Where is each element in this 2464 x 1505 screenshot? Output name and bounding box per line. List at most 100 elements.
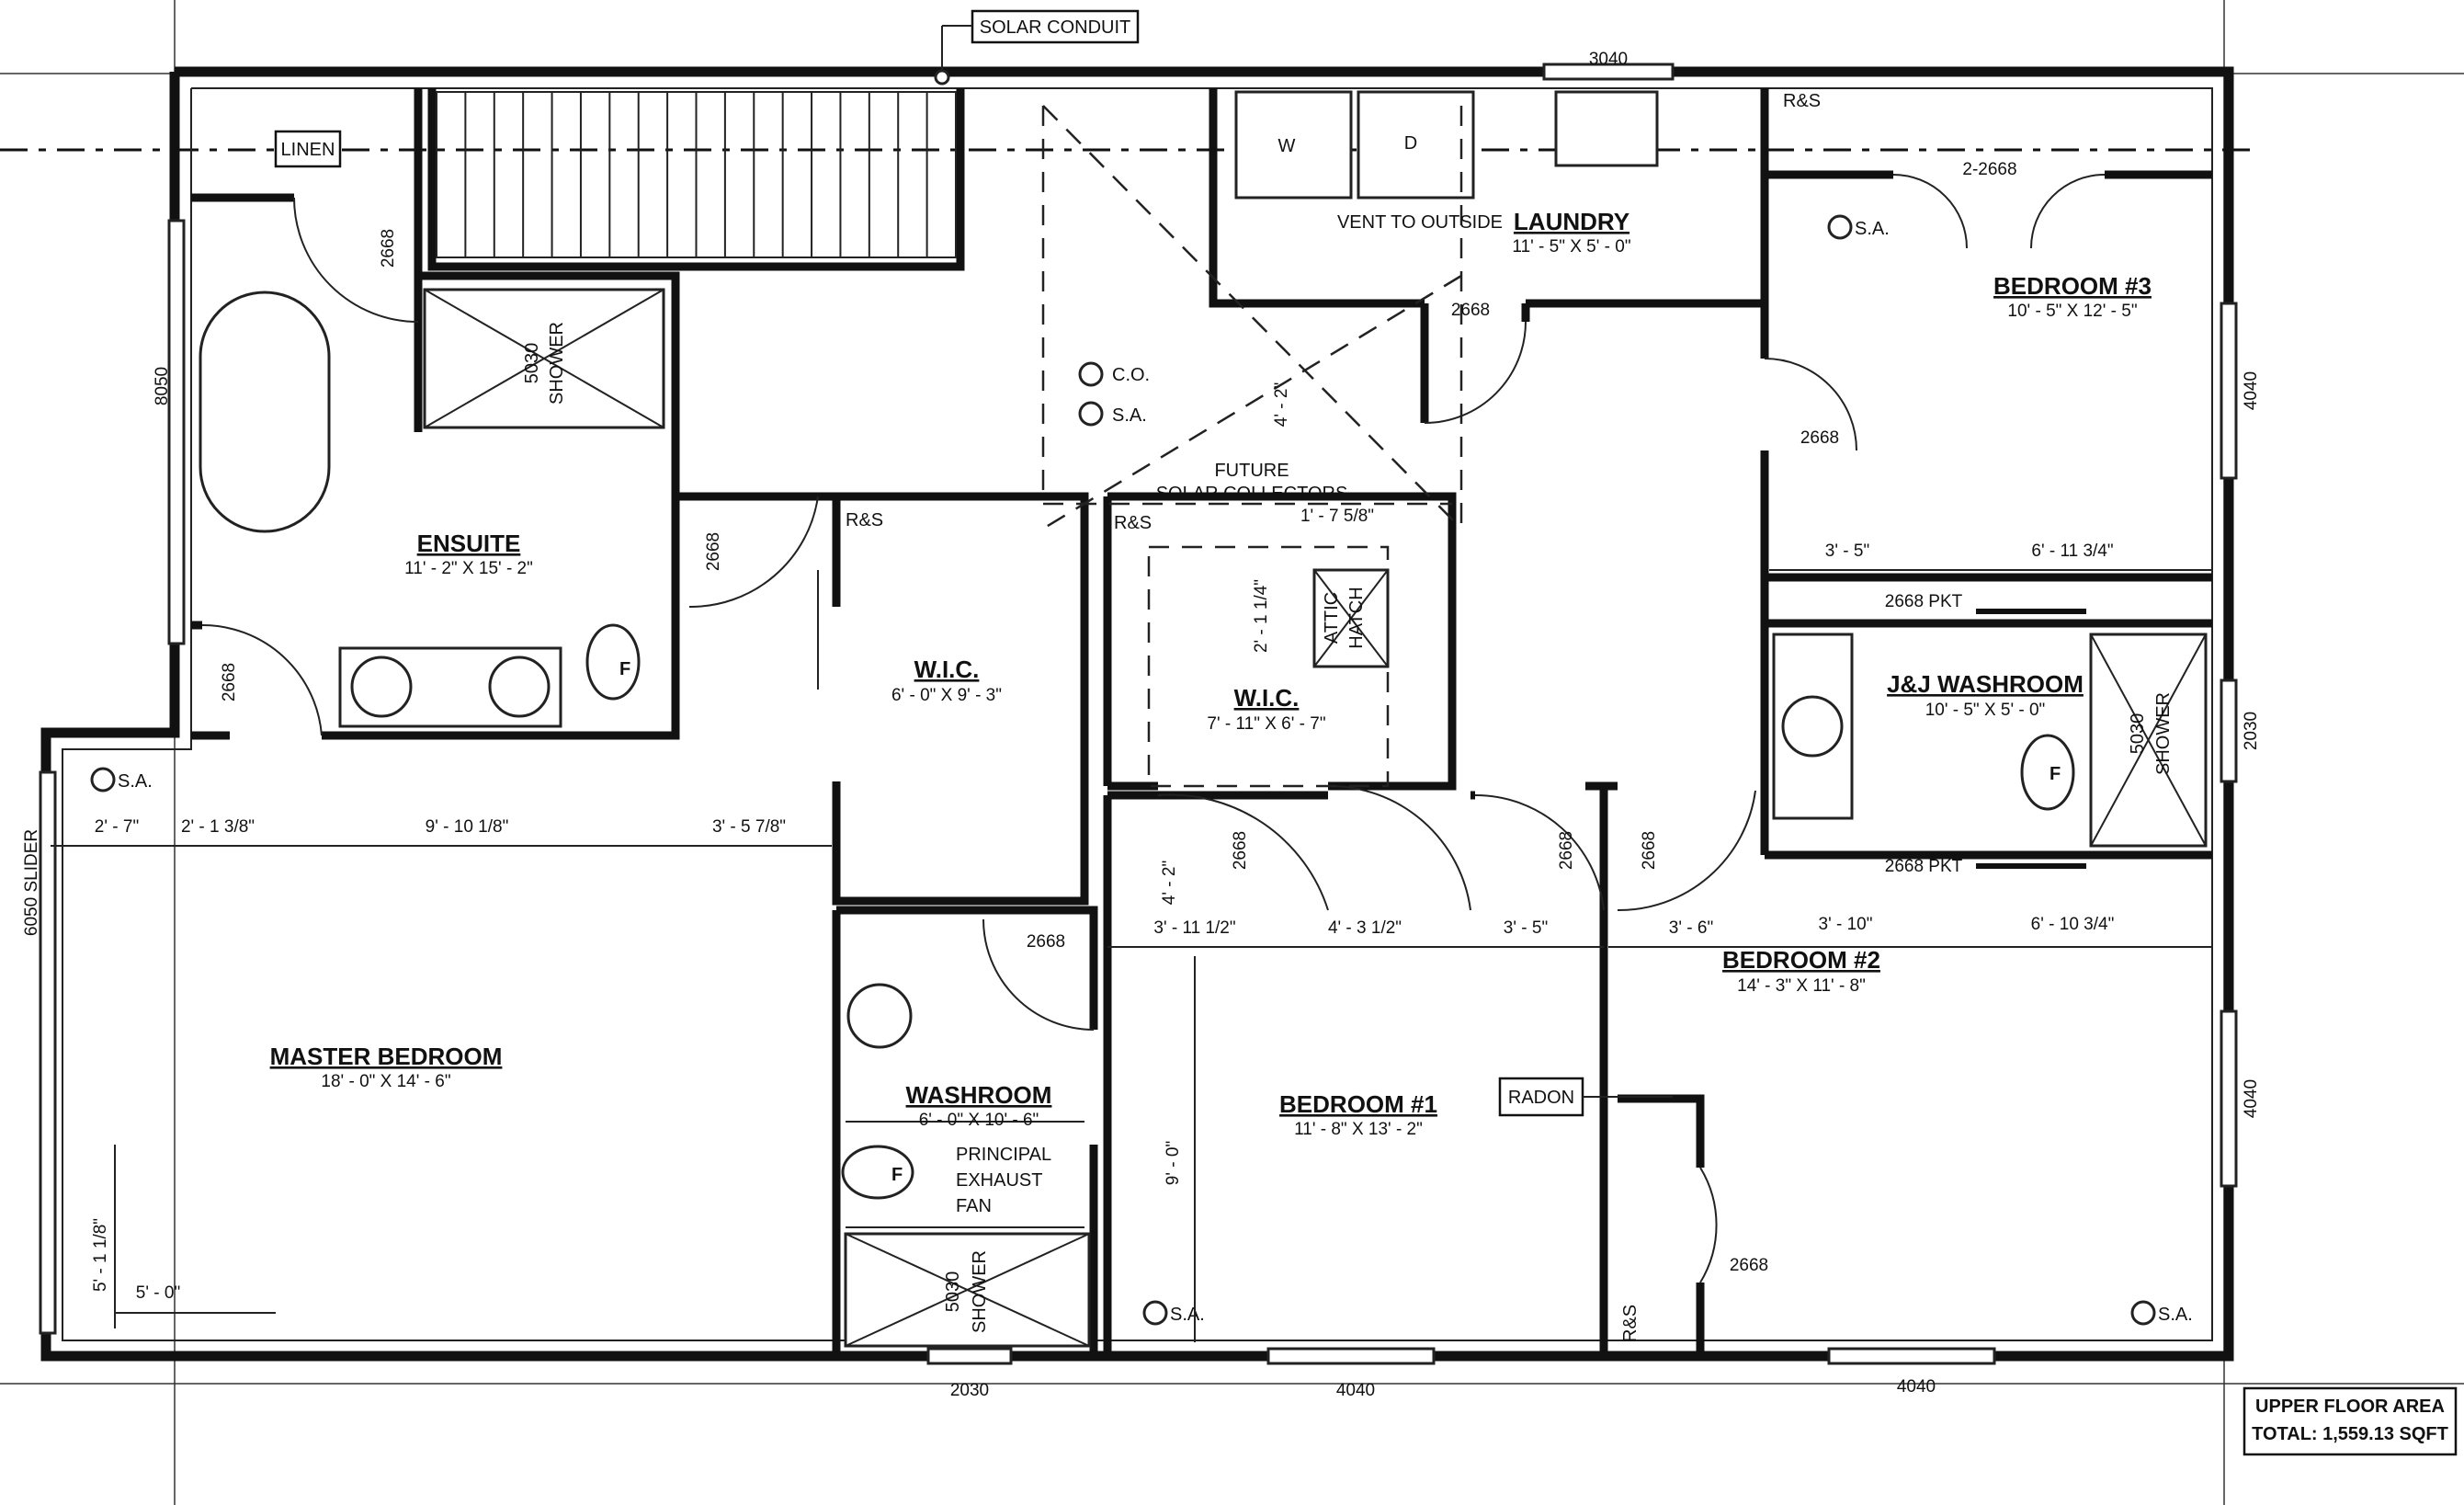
dryer-label: D xyxy=(1404,133,1417,154)
rs-label-3: R&S xyxy=(1783,91,1821,111)
wic1-size: 6' - 0" X 9' - 3" xyxy=(891,686,1002,705)
principal-label: PRINCIPAL xyxy=(956,1145,1051,1165)
doors xyxy=(201,174,2106,1283)
bedroom1-size: 11' - 8" X 13' - 2" xyxy=(1294,1120,1423,1139)
master-bedroom-size: 18' - 0" X 14' - 6" xyxy=(321,1072,450,1091)
dim-door-radon: 2668 xyxy=(1730,1256,1768,1275)
dim-3-5-a: 3' - 5" xyxy=(1825,542,1869,561)
dim-2-1-1-4: 2' - 1 1/4" xyxy=(1252,579,1271,653)
future-label: FUTURE xyxy=(1214,461,1289,481)
dim-4-2-b: 4' - 2" xyxy=(1160,861,1179,905)
fan-icon-3: F xyxy=(891,1165,903,1185)
bedroom2-size: 14' - 3" X 11' - 8" xyxy=(1737,976,1866,996)
annotation-labels: SOLAR CONDUIT LINEN VENT TO OUTSIDE W D … xyxy=(22,9,2193,1342)
rs-label-4: R&S xyxy=(1620,1305,1641,1342)
dim-3-5-b: 3' - 5" xyxy=(1504,918,1548,938)
slider-label: 6050 SLIDER xyxy=(22,829,41,936)
dim-6-11-3-4: 6' - 11 3/4" xyxy=(2031,542,2113,561)
dim-3-5-7-8: 3' - 5 7/8" xyxy=(712,817,786,837)
fixtures xyxy=(199,90,2208,1348)
dim-9-0: 9' - 0" xyxy=(1164,1141,1183,1185)
attic-label: ATTIC xyxy=(1322,592,1342,644)
ensuite-shower-size: 5030 xyxy=(522,343,542,384)
solar-conduit-label: SOLAR CONDUIT xyxy=(980,17,1130,38)
ensuite-size: 11' - 2" X 15' - 2" xyxy=(404,559,533,578)
washroom-shower-size: 5030 xyxy=(943,1271,963,1313)
dim-4-2-a: 4' - 2" xyxy=(1272,382,1291,427)
dim-door-linen: 2668 xyxy=(379,229,398,268)
linen-label: LINEN xyxy=(281,140,335,160)
dim-door-ensuite2: 2668 xyxy=(220,663,239,701)
co-detector-icon xyxy=(1078,361,1104,387)
ensuite-shower-label: SHOWER xyxy=(547,322,567,405)
washroom-size: 6' - 0" X 10' - 6" xyxy=(919,1111,1039,1130)
jj-washroom-title: J&J WASHROOM xyxy=(1887,670,2084,698)
dim-9-10-1-8: 9' - 10 1/8" xyxy=(426,817,509,837)
room-labels: MASTER BEDROOM 18' - 0" X 14' - 6" ENSUI… xyxy=(270,208,2152,1139)
fan-word-label: FAN xyxy=(956,1196,992,1216)
hatch-label: HATCH xyxy=(1346,587,1367,648)
dim-1-7-5-8: 1' - 7 5/8" xyxy=(1300,507,1374,526)
bedroom2-title: BEDROOM #2 xyxy=(1722,946,1880,974)
area-total: TOTAL: 1,559.13 SQFT xyxy=(2252,1424,2448,1444)
dim-3-10: 3' - 10" xyxy=(1819,915,1873,934)
interior-walls xyxy=(191,88,2212,1356)
master-bedroom-title: MASTER BEDROOM xyxy=(270,1043,503,1070)
bedroom3-size: 10' - 5" X 12' - 5" xyxy=(2007,302,2137,321)
sa-master: S.A. xyxy=(118,771,153,792)
exhaust-label: EXHAUST xyxy=(956,1170,1042,1191)
sa-label: S.A. xyxy=(1112,405,1147,426)
dim-door-laundry: 2668 xyxy=(1451,301,1490,320)
dim-bottom-4040b: 4040 xyxy=(1897,1377,1936,1397)
washer-label: W xyxy=(1278,136,1296,156)
dim-2-1-3-8: 2' - 1 3/8" xyxy=(181,817,255,837)
pkt-label-1: 2668 PKT xyxy=(1885,592,1963,611)
sa-bedroom1: S.A. xyxy=(1170,1305,1205,1325)
pkt-label-2: 2668 PKT xyxy=(1885,857,1963,876)
dim-6-10-3-4: 6' - 10 3/4" xyxy=(2031,915,2115,934)
washroom-title: WASHROOM xyxy=(906,1081,1052,1109)
dim-bottom-4040a: 4040 xyxy=(1336,1381,1375,1400)
windows xyxy=(39,63,2238,1365)
dim-door-washroom: 2668 xyxy=(1027,932,1065,952)
solar-collector-outline xyxy=(1041,105,1463,788)
bedroom1-title: BEDROOM #1 xyxy=(1279,1090,1437,1118)
dim-door-bed2: 2668 xyxy=(1640,831,1659,870)
co-label: C.O. xyxy=(1112,365,1150,385)
dim-right-4040b: 4040 xyxy=(2242,1079,2261,1118)
dim-door-2-2668: 2-2668 xyxy=(1962,160,2016,179)
sa-bedroom3: S.A. xyxy=(1855,219,1890,239)
dim-5-1-1-8: 5' - 1 1/8" xyxy=(91,1218,110,1292)
radon-label: RADON xyxy=(1508,1088,1574,1108)
fan-icon-2: F xyxy=(2050,764,2061,784)
dim-4-3-1-2: 4' - 3 1/2" xyxy=(1328,918,1402,938)
dim-right-2030: 2030 xyxy=(2242,712,2261,750)
area-summary: UPPER FLOOR AREA TOTAL: 1,559.13 SQFT xyxy=(2243,1386,2458,1456)
wic2-title: W.I.C. xyxy=(1234,684,1300,712)
wic2-size: 7' - 11" X 6' - 7" xyxy=(1207,714,1325,734)
jj-washroom-size: 10' - 5" X 5' - 0" xyxy=(1925,701,2046,720)
laundry-size: 11' - 5" X 5' - 0" xyxy=(1512,237,1630,257)
exterior-walls xyxy=(40,66,2234,1362)
solar-collectors-label: SOLAR COLLECTORS xyxy=(1156,484,1348,504)
dim-top-window: 3040 xyxy=(1589,50,1628,69)
dim-right-4040a: 4040 xyxy=(2242,371,2261,410)
rs-label-1: R&S xyxy=(846,510,883,530)
dim-left-window: 8050 xyxy=(153,367,172,405)
jj-shower-size: 5030 xyxy=(2128,713,2148,755)
rs-label-2: R&S xyxy=(1114,513,1152,533)
dim-door-bedroom3: 2668 xyxy=(1800,428,1839,448)
area-title: UPPER FLOOR AREA xyxy=(2255,1397,2445,1417)
ensuite-title: ENSUITE xyxy=(417,530,521,557)
dim-door-ensuite: 2668 xyxy=(704,532,723,571)
jj-shower-label: SHOWER xyxy=(2153,692,2174,775)
fan-icon-1: F xyxy=(619,659,630,679)
dim-5-0: 5' - 0" xyxy=(136,1283,180,1303)
dim-door-bed1a: 2668 xyxy=(1231,831,1250,870)
laundry-title: LAUNDRY xyxy=(1514,208,1629,235)
dim-door-bed1b: 2668 xyxy=(1557,831,1576,870)
sa-bedroom2: S.A. xyxy=(2158,1305,2193,1325)
dim-2-7: 2' - 7" xyxy=(95,817,139,837)
wic1-title: W.I.C. xyxy=(914,656,980,683)
